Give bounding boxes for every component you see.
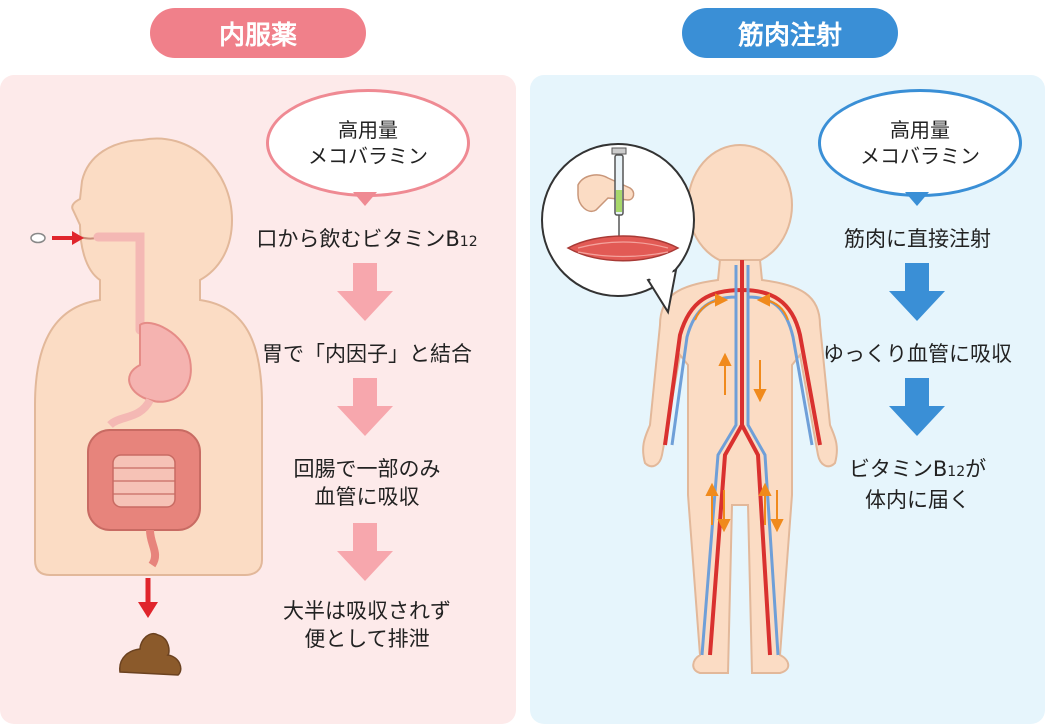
high-dose-bubble: 高用量 メコバラミン — [818, 89, 1022, 197]
bubble-tail — [905, 192, 929, 206]
high-dose-bubble: 高用量 メコバラミン — [266, 89, 470, 197]
down-arrow-icon — [337, 263, 393, 321]
bubble-line-1: 高用量 — [338, 118, 398, 142]
down-arrow-icon — [889, 378, 945, 436]
injection-step-2: ゆっくり血管に吸収 — [823, 342, 1012, 366]
oral-step-4: 大半は吸収されず便として排泄 — [283, 599, 451, 651]
oral-step-2: 胃で「内因子」と結合 — [262, 342, 472, 366]
bubble-line-2: メコバラミン — [308, 144, 428, 168]
injection-step-1: 筋肉に直接注射 — [844, 227, 991, 251]
oral-step-3: 回腸で一部のみ血管に吸収 — [293, 457, 441, 509]
down-arrow-icon — [337, 378, 393, 436]
injection-inset — [541, 143, 695, 315]
digestive-system-illustration — [30, 137, 263, 676]
oral-medicine-title: 内服薬 — [150, 8, 366, 58]
injection-step-3: ビタミンB12が 体内に届く — [848, 457, 987, 512]
injection-title: 筋肉注射 — [682, 8, 898, 58]
oral-step-1: 口から飲むビタミンB12 — [256, 227, 478, 251]
down-arrow-icon — [337, 523, 393, 581]
circulatory-system-illustration — [642, 144, 838, 674]
bubble-tail — [353, 192, 377, 206]
down-arrow-icon — [889, 263, 945, 321]
bubble-line-2: メコバラミン — [860, 144, 980, 168]
bubble-line-1: 高用量 — [890, 118, 950, 142]
